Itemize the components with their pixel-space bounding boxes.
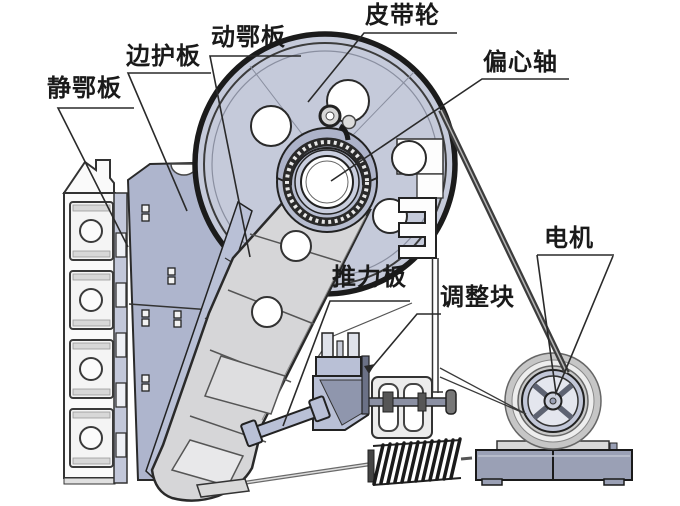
tension-rod (195, 462, 372, 498)
leader-side-guard-plate (126, 72, 211, 212)
thrust-plate (240, 395, 331, 448)
jaw-bottom-bracket (195, 478, 251, 498)
screw-head (445, 389, 457, 415)
fixed-jaw-column (62, 159, 128, 485)
pulley-spokes (532, 382, 574, 421)
label-thrust-plate: 推力板 (332, 264, 407, 291)
bolt-marks (141, 204, 182, 392)
label-belt-pulley: 皮带轮 (365, 2, 440, 29)
bearing-rollers (285, 140, 369, 224)
eccentric-shaft (305, 160, 349, 204)
motor-pulley (504, 352, 602, 450)
label-side-guard-plate: 边护板 (126, 43, 201, 70)
bearing-cap (275, 127, 379, 186)
frame-right-corner (391, 138, 444, 199)
movable-jaw-arm (150, 198, 372, 502)
tension-spring (367, 437, 473, 486)
adjustment-mechanism (240, 332, 457, 448)
leader-fixed-jaw-plate (56, 107, 134, 248)
leader-arrow (364, 364, 375, 374)
leader-thrust-plate (282, 300, 410, 427)
label-eccentric-shaft: 偏心轴 (483, 49, 558, 76)
eccentric-shaft-bearing (275, 104, 379, 233)
frame-e-bracket (398, 197, 437, 259)
adjusting-screw (357, 397, 451, 407)
leader-lines (56, 32, 614, 427)
label-fixed-jaw-plate: 静鄂板 (47, 75, 122, 102)
belt-lower-run (439, 367, 527, 415)
adjustment-block (312, 332, 370, 431)
leader-motor (536, 254, 614, 397)
motor (475, 352, 633, 486)
leader-adjustment-block (368, 313, 441, 372)
leader-eccentric-shaft (330, 78, 569, 182)
leader-movable-jaw-plate (209, 55, 301, 258)
label-motor: 电机 (544, 225, 594, 252)
label-adjustment-block: 调整块 (440, 284, 515, 311)
leader-belt-pulley (307, 32, 457, 103)
fixed-jaw-plate (69, 201, 114, 468)
label-movable-jaw-plate: 动鄂板 (211, 24, 286, 51)
v-belt (438, 108, 570, 375)
